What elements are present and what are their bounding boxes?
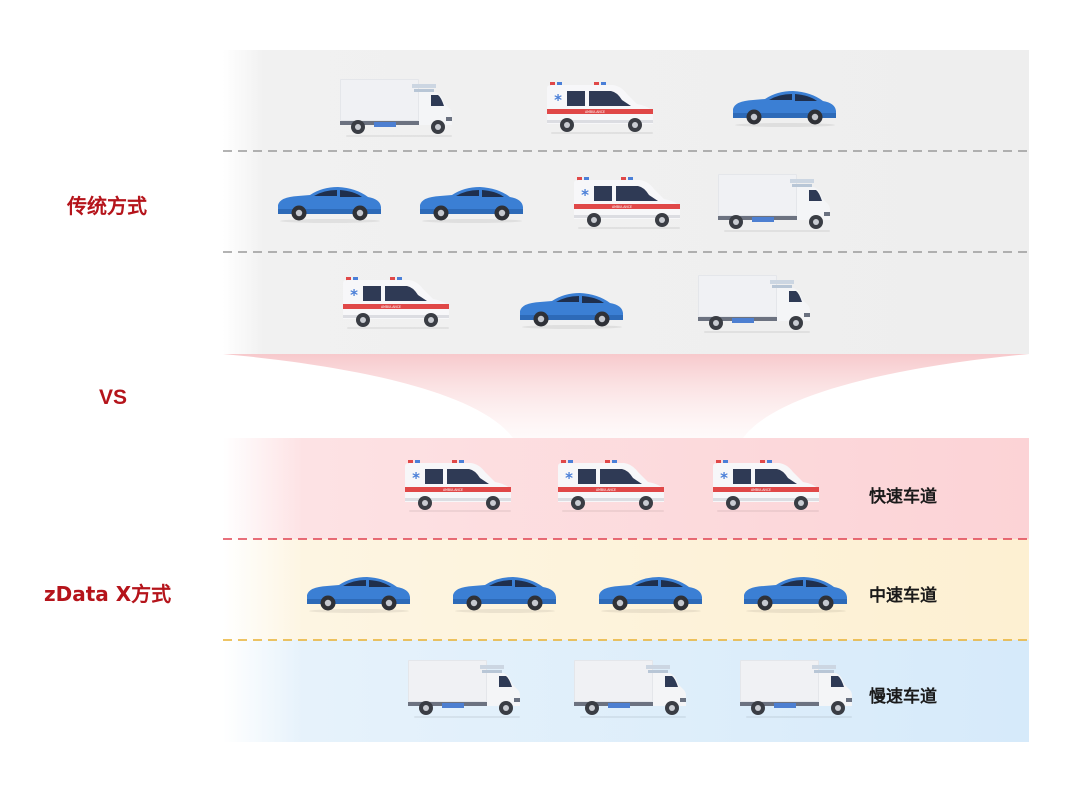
medium-slow-divider: [223, 639, 1029, 641]
slow-lane-label: 慢速车道: [869, 687, 937, 707]
ambulance-icon: * AMBULANCE: [343, 277, 449, 329]
traditional-lane-divider-2: [223, 251, 1029, 253]
ambulance-text: AMBULANCE: [381, 305, 401, 309]
zdata-method-label: zData X方式: [44, 582, 172, 606]
car-icon: [420, 187, 523, 223]
truck-icon: [574, 660, 686, 718]
fast-medium-divider: [223, 538, 1029, 540]
truck-icon: [340, 79, 452, 137]
ambulance-text: AMBULANCE: [612, 205, 632, 209]
ambulance-text: AMBULANCE: [596, 488, 616, 492]
ambulance-text: AMBULANCE: [585, 110, 605, 114]
car-icon: [307, 577, 410, 613]
svg-text:*: *: [720, 469, 728, 487]
transition-funnel: [223, 354, 1029, 438]
ambulance-icon: * AMBULANCE: [713, 460, 819, 512]
truck-icon: [718, 174, 830, 232]
traditional-method-label: 传统方式: [67, 194, 147, 218]
truck-icon: [740, 660, 852, 718]
svg-text:*: *: [350, 286, 358, 304]
fast-lane-label: 快速车道: [869, 487, 937, 507]
car-icon: [744, 577, 847, 613]
truck-icon: [408, 660, 520, 718]
svg-text:*: *: [581, 186, 589, 204]
truck-icon: [698, 275, 810, 333]
medium-lane-label: 中速车道: [869, 586, 937, 606]
car-icon: [453, 577, 556, 613]
traditional-lane-divider-1: [223, 150, 1029, 152]
svg-text:*: *: [554, 91, 562, 109]
ambulance-icon: * AMBULANCE: [558, 460, 664, 512]
ambulance-icon: * AMBULANCE: [574, 177, 680, 229]
svg-text:*: *: [565, 469, 573, 487]
ambulance-text: AMBULANCE: [443, 488, 463, 492]
svg-text:*: *: [412, 469, 420, 487]
ambulance-text: AMBULANCE: [751, 488, 771, 492]
ambulance-icon: * AMBULANCE: [547, 82, 653, 134]
ambulance-icon: * AMBULANCE: [405, 460, 511, 512]
car-icon: [733, 91, 836, 127]
vs-label: VS: [99, 386, 128, 409]
car-icon: [520, 293, 623, 329]
car-icon: [278, 187, 381, 223]
car-icon: [599, 577, 702, 613]
